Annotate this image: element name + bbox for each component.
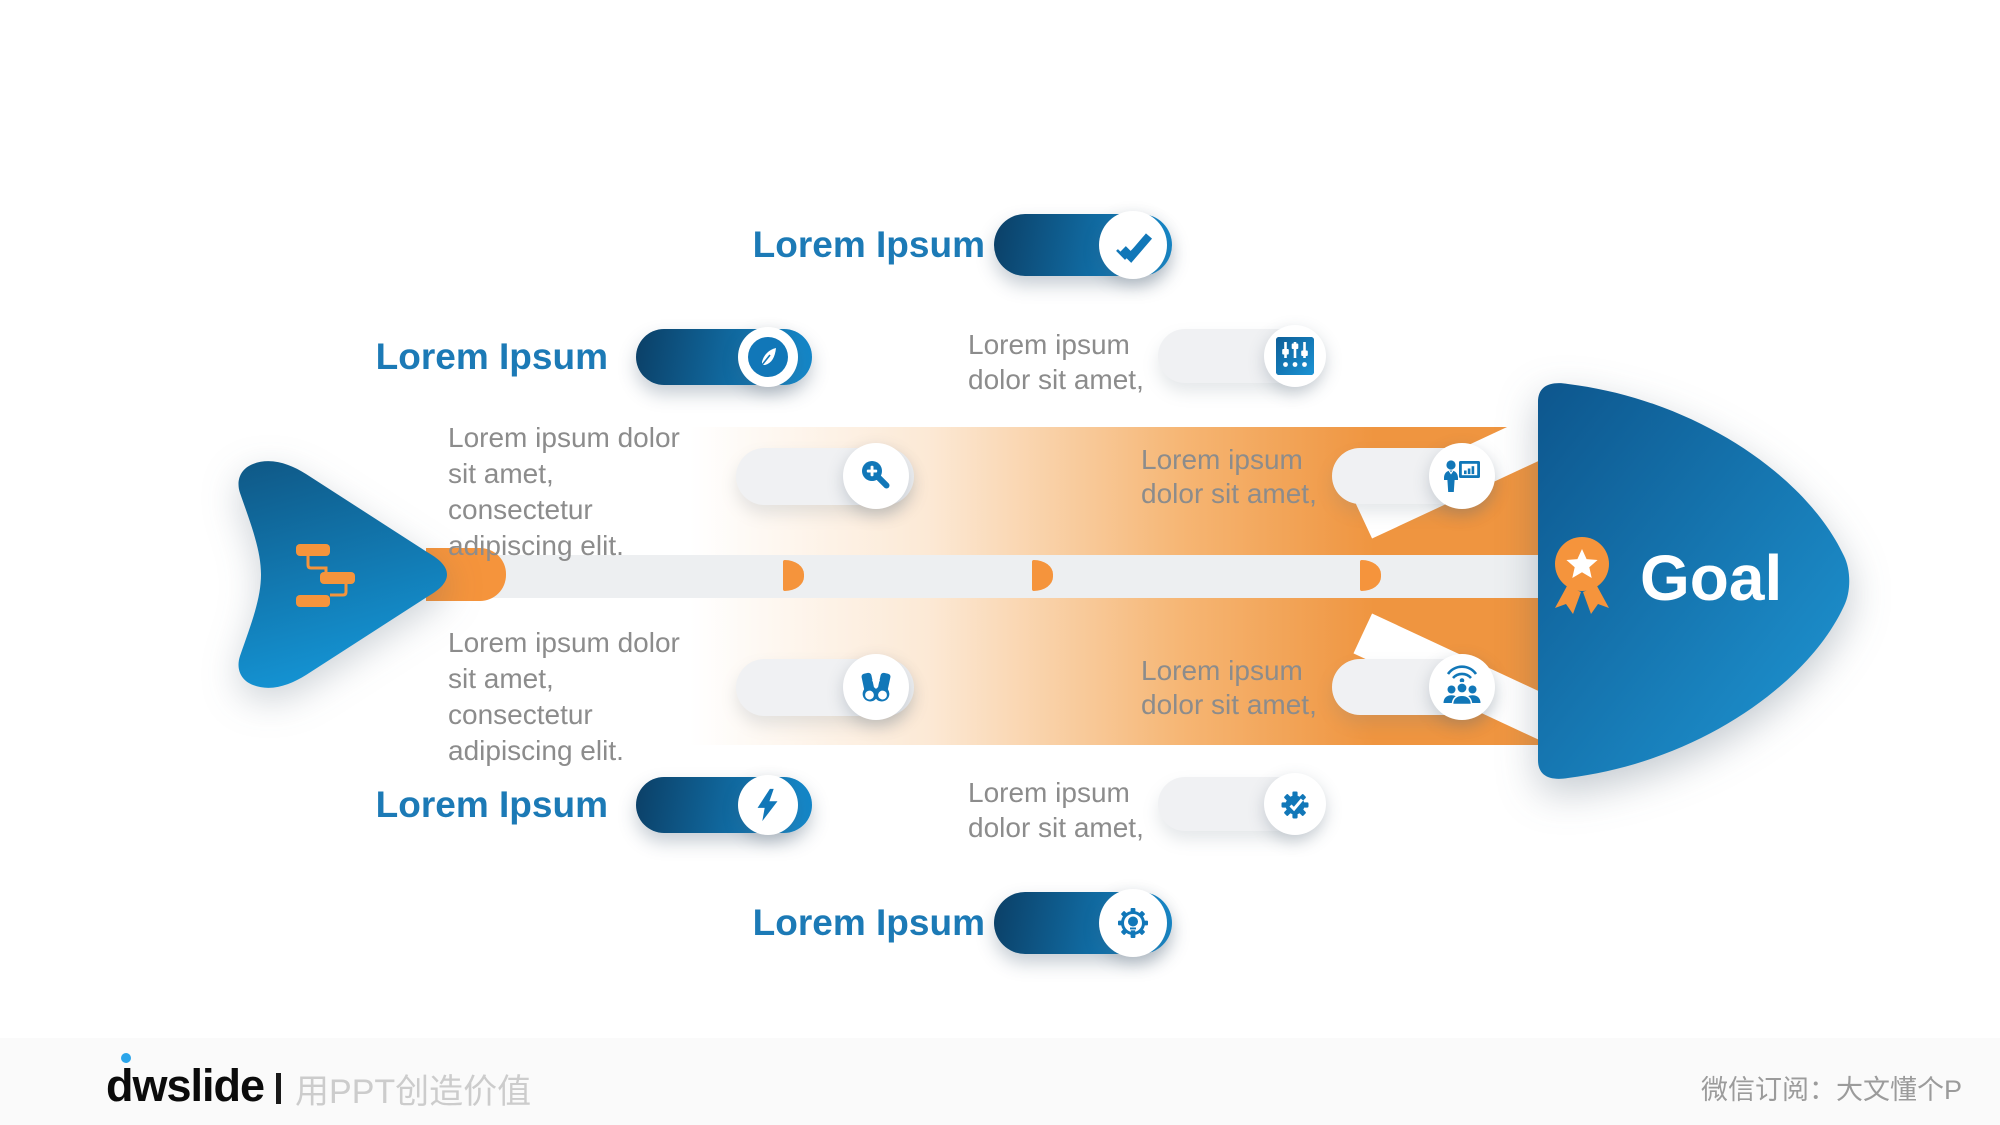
gear-bulb-icon	[1099, 889, 1167, 957]
logo-dot-icon	[121, 1053, 131, 1063]
wechat-note: 微信订阅：大文懂个P	[1700, 1075, 1962, 1105]
text-mid-upper-left: Lorem ipsum dolor sit amet, consectetur …	[448, 422, 680, 561]
timeline-arrow-marker	[783, 560, 804, 591]
lightning-icon	[738, 775, 798, 835]
double-check-icon	[1099, 211, 1167, 279]
feather-icon	[738, 327, 798, 387]
heading-lower-left: Lorem Ipsum	[375, 784, 608, 825]
text-mid-upper-right: Lorem ipsum dolor sit amet,	[1141, 444, 1317, 509]
text-lower-right: Lorem ipsum dolor sit amet,	[968, 777, 1144, 843]
logo-text: dwslide	[106, 1053, 265, 1112]
heading-bottom: Lorem Ipsum	[752, 902, 985, 943]
binoculars-icon	[843, 654, 909, 720]
footer-logo: dwslide 用PPT创造价值	[106, 1053, 532, 1114]
flowchart-icon	[296, 544, 355, 607]
timeline-arrow-marker	[1032, 560, 1053, 591]
text-mid-lower-right: Lorem ipsum dolor sit amet,	[1141, 655, 1317, 720]
timeline-arrow-marker	[1360, 560, 1381, 591]
goal-label: Goal	[1640, 542, 1783, 614]
text-upper-right: Lorem ipsum dolor sit amet,	[968, 329, 1144, 395]
heading-upper-left: Lorem Ipsum	[375, 336, 608, 377]
broadcast-audience-icon	[1429, 654, 1495, 720]
start-arrow-shape	[238, 461, 447, 688]
heading-top: Lorem Ipsum	[752, 224, 985, 265]
footer-band	[0, 1038, 2000, 1125]
medal-star-icon	[1555, 537, 1609, 614]
presentation-icon	[1429, 443, 1495, 509]
logo-separator	[276, 1073, 282, 1104]
sliders-icon	[1264, 325, 1326, 387]
gear-check-icon	[1264, 773, 1326, 835]
goal-shape	[1538, 383, 1850, 779]
zoom-in-icon	[843, 443, 909, 509]
logo-tagline: 用PPT创造价值	[295, 1072, 532, 1111]
text-mid-lower-left: Lorem ipsum dolor sit amet, consectetur …	[448, 627, 680, 766]
